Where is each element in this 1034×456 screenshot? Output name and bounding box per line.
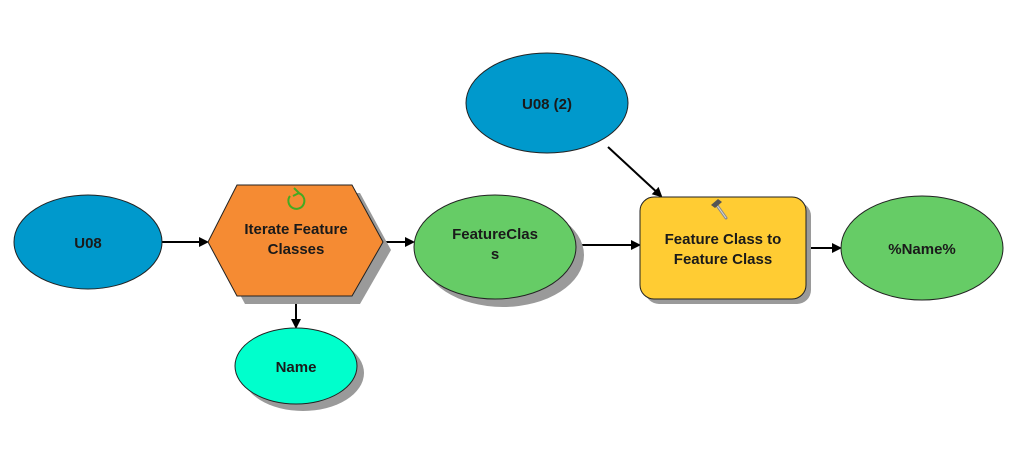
- node-name[interactable]: Name: [234, 327, 364, 411]
- connector-u08-2-to-tool[interactable]: [607, 146, 663, 198]
- node-featureclass-label-line2: s: [491, 246, 499, 263]
- iterate-icon: [287, 187, 306, 210]
- node-tool-shape: [639, 196, 807, 300]
- node-iterate-label-line2: Classes: [268, 241, 325, 258]
- node-u08-shape: [13, 194, 163, 290]
- node-featureclass-label-line1: FeatureClas: [452, 226, 538, 243]
- node-iterate-feature-classes[interactable]: Iterate Feature Classes: [207, 184, 391, 304]
- node-u08-2[interactable]: U08 (2): [465, 52, 629, 154]
- node-u08-2-label: U08 (2): [522, 96, 572, 113]
- node-iterate-label-line1: Iterate Feature: [244, 221, 347, 238]
- node-featureclass-shape: [413, 194, 577, 300]
- node-output-shape: [840, 195, 1004, 301]
- node-tool-label-line1: Feature Class to: [665, 231, 782, 248]
- node-name-label: Name: [276, 359, 317, 376]
- node-u08-label: U08: [74, 235, 102, 252]
- node-name-output[interactable]: %Name%: [840, 195, 1004, 301]
- node-tool-label-line2: Feature Class: [674, 251, 772, 268]
- node-u08-2-shape: [465, 52, 629, 154]
- node-feature-class-to-feature-class[interactable]: Feature Class to Feature Class: [639, 196, 811, 304]
- node-iterate-shape: [207, 184, 384, 297]
- hammer-icon: [711, 199, 728, 220]
- node-featureclass[interactable]: FeatureClas s: [413, 194, 584, 307]
- node-output-label: %Name%: [888, 241, 956, 258]
- node-name-shape: [234, 327, 358, 405]
- node-u08[interactable]: U08: [13, 194, 163, 290]
